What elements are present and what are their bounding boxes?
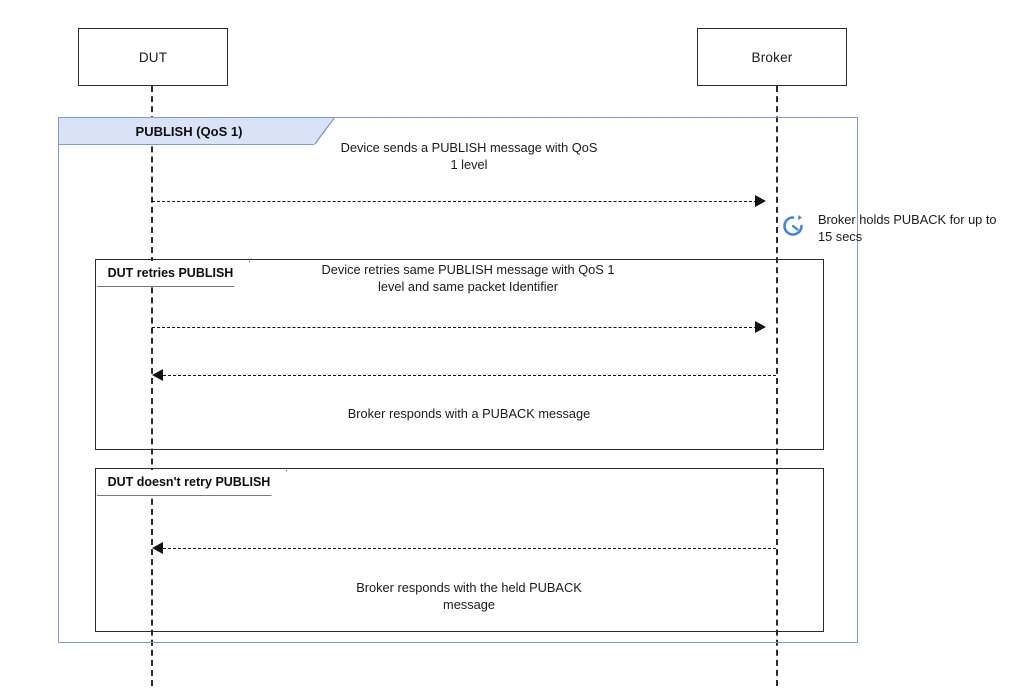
participant-broker[interactable]: Broker [697, 28, 847, 86]
message-puback-held-caption: Broker responds with the held PUBACK mes… [356, 580, 582, 612]
frame-publish-qos1[interactable] [58, 117, 858, 643]
fragment-dut-doesnt-retry-publish[interactable] [95, 468, 824, 632]
lifeline-dut [151, 86, 153, 686]
fragment-dut-retries-publish-label: DUT retries PUBLISH [97, 261, 251, 287]
message-publish-retry-line[interactable] [152, 327, 757, 328]
lifeline-broker [776, 86, 778, 686]
frame-publish-qos1-label-text: PUBLISH (QoS 1) [135, 123, 243, 139]
message-puback-1-arrowhead-icon [152, 369, 163, 381]
frame-label-corner-icon [314, 117, 335, 145]
fragment-dut-doesnt-retry-publish-label-text: DUT doesn't retry PUBLISH [107, 475, 271, 490]
frame-publish-qos1-label: PUBLISH (QoS 1) [58, 117, 333, 145]
message-puback-1-line[interactable] [163, 375, 776, 376]
fragment-dut-retries-publish[interactable] [95, 259, 824, 450]
fragment-dut-doesnt-retry-publish-label: DUT doesn't retry PUBLISH [97, 470, 288, 496]
fragment-dut-retries-publish-label-text: DUT retries PUBLISH [107, 266, 234, 281]
message-publish-1-line[interactable] [152, 201, 757, 202]
message-publish-retry-caption: Device retries same PUBLISH message with… [321, 262, 615, 294]
note-broker-holds-puback: Broker holds PUBACK for up to 15 secs [818, 212, 997, 244]
participant-dut[interactable]: DUT [78, 28, 228, 86]
message-puback-held-line[interactable] [163, 548, 776, 549]
message-puback-1-caption: Broker responds with a PUBACK message [347, 406, 591, 421]
message-publish-1-arrowhead-icon [755, 195, 766, 207]
participant-dut-label: DUT [138, 49, 168, 65]
message-publish-1-caption: Device sends a PUBLISH message with QoS … [340, 140, 598, 172]
message-publish-retry-arrowhead-icon [755, 321, 766, 333]
message-puback-held-arrowhead-icon [152, 542, 163, 554]
timer-icon [783, 215, 803, 236]
participant-broker-label: Broker [751, 49, 793, 65]
